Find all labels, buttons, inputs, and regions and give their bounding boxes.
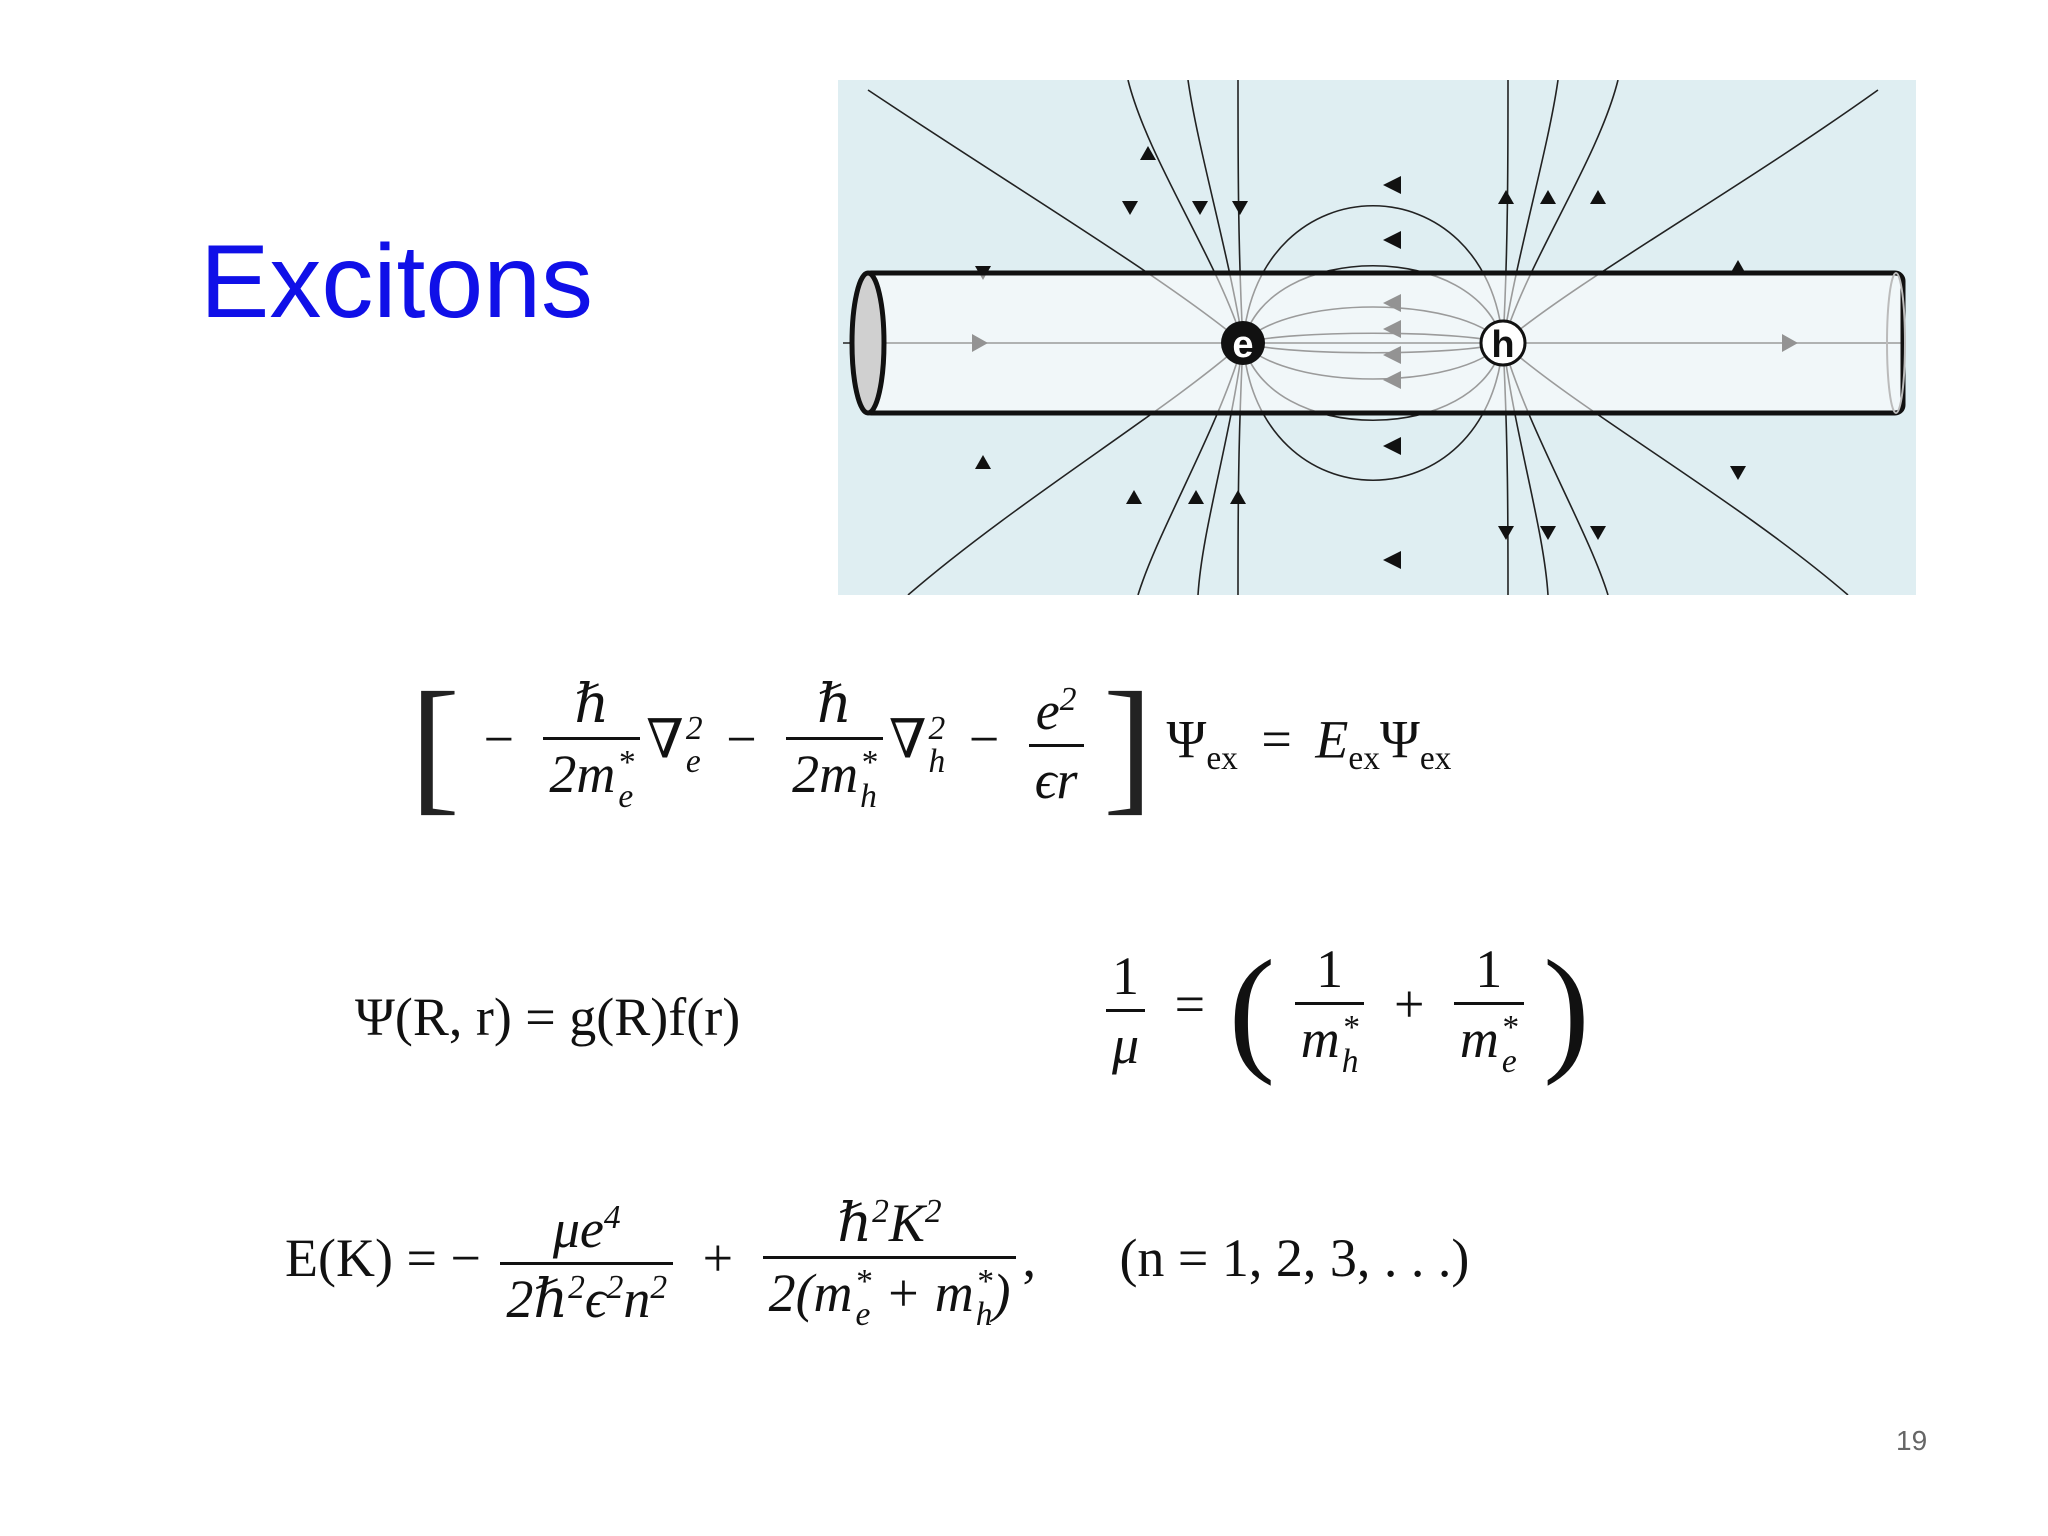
nanotube-cylinder (849, 270, 1906, 416)
slide-title: Excitons (200, 224, 594, 340)
dispersion-equation: E(K) = − μe4 2ℏ2ϵ2n2 + ℏ2K2 2(m*e + m*h)… (285, 1193, 1470, 1334)
fraction-coulomb: e2 ϵr (1028, 683, 1084, 807)
reduced-mass-equation: 1 μ = ( 1 m*h + 1 m*e ) (1100, 940, 1590, 1080)
electron-charge: e (1221, 321, 1265, 366)
hole-charge: h (1479, 319, 1527, 367)
fraction-hole-kinetic: ℏ 2m*h (786, 677, 883, 813)
hole-label: h (1491, 324, 1514, 366)
page-number: 19 (1896, 1425, 1928, 1456)
electron-label: e (1232, 324, 1253, 366)
fraction-electron-kinetic: ℏ 2m*e (543, 677, 641, 813)
wavefunction-equation: Ψ(R, r) = g(R)f(r) (355, 987, 741, 1047)
exciton-field-diagram: e h (838, 80, 1916, 595)
field-lines-svg: e h (838, 80, 1916, 595)
